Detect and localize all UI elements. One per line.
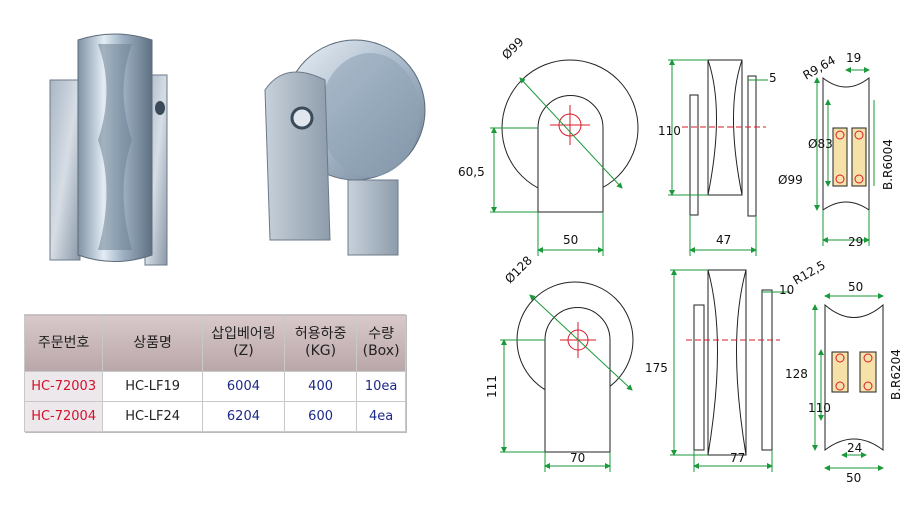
dim-side-width-top: 47 [716,233,731,247]
dim-width-bottom: 70 [570,451,585,465]
header-order-number: 주문번호 [23,314,104,372]
table-row: HC-72004 HC-LF24 6204 600 4ea [23,401,406,432]
dim-outer-diameter-bottom: 128 [785,367,808,381]
header-allowable-load: 허용하중 (KG) [283,314,358,372]
product-name-cell: HC-LF19 [102,371,203,402]
dim-radius-bottom: R12,5 [791,258,828,288]
dim-height-bottom: 111 [485,375,499,398]
dim-width-top: 50 [563,233,578,247]
section-view-top [814,67,875,246]
side-view-top [668,59,768,256]
product-photo-angle [264,39,426,256]
dim-hub-width-bottom: 50 [846,471,861,485]
dim-bearing-bottom: B.R6204 [889,349,903,400]
dim-side-height-top: 110 [658,124,681,138]
table-row: HC-72003 HC-LF19 6004 400 10ea [23,371,406,402]
dim-groove-width-bottom: 50 [848,280,863,294]
section-view-bottom [812,293,884,471]
dim-plate-thickness-top: 5 [769,71,777,85]
dim-inner-width-bottom: 24 [847,441,862,455]
dim-height-top: 60,5 [458,165,485,179]
table-header-row: 주문번호 상품명 삽입베어링 (Z) 허용하중 (KG) 수량 (Box) [23,314,406,372]
header-bearing: 삽입베어링 (Z) [201,314,285,372]
dim-bore-diameter-bottom: 110 [808,401,831,415]
product-name-cell: HC-LF24 [102,401,203,432]
front-view-bottom [500,281,634,472]
dim-outer-diameter-top: Ø99 [778,173,803,187]
dim-bearing-top: B.R6004 [881,139,895,190]
front-view-top [490,59,639,256]
side-view-bottom [670,269,790,472]
header-quantity: 수량 (Box) [356,314,406,372]
load-cell: 600 [283,401,358,432]
dim-side-width-bottom: 77 [730,451,745,465]
dim-plate-thickness-bottom: 10 [779,283,794,297]
dim-hub-width-top: 29 [848,235,863,249]
bearing-cell: 6204 [201,401,285,432]
quantity-cell: 4ea [356,401,406,432]
dim-side-height-bottom: 175 [645,361,668,375]
dim-diameter-bottom: Ø128 [502,253,535,286]
dim-groove-width-top: 19 [846,51,861,65]
order-number-cell: HC-72003 [23,371,104,402]
quantity-cell: 10ea [356,371,406,402]
product-photo-front [49,33,168,266]
dim-diameter-top: Ø99 [499,35,526,62]
order-number-cell: HC-72004 [23,401,104,432]
dim-bore-diameter-top: Ø83 [808,137,833,151]
spec-table: 주문번호 상품명 삽입베어링 (Z) 허용하중 (KG) 수량 (Box) HC… [23,314,406,432]
dim-radius-top: R9,64 [801,53,838,83]
bearing-cell: 6004 [201,371,285,402]
